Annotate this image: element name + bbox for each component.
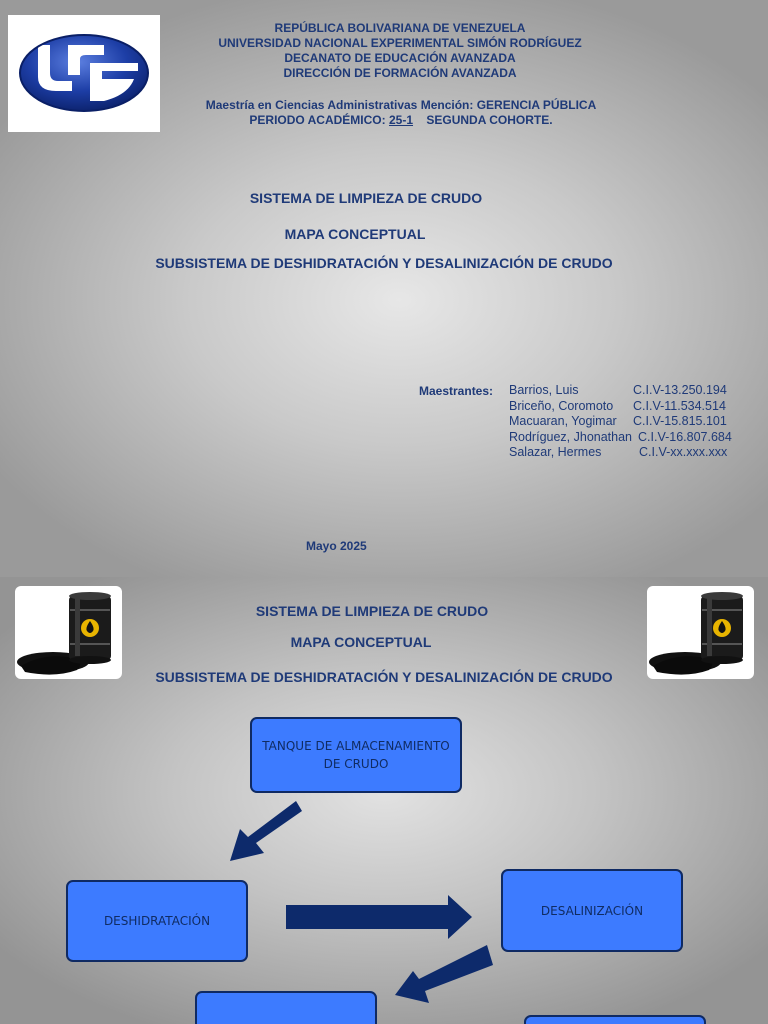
node-desalination: DESALINIZACIÓN <box>501 869 683 952</box>
student-name: Briceño, Coromoto <box>509 398 614 413</box>
arrow-icon <box>230 801 302 861</box>
concept-map-slide: SISTEMA DE LIMPIEZA DE CRUDO MAPA CONCEP… <box>0 577 768 1024</box>
student-id: C.I.V-13.250.194 <box>633 383 727 397</box>
header-line: UNIVERSIDAD NACIONAL EXPERIMENTAL SIMÓN … <box>218 36 582 50</box>
student-name: Salazar, Hermes <box>509 445 602 459</box>
header-line: REPÚBLICA BOLIVARIANA DE VENEZUELA <box>274 21 526 35</box>
period-code: 25-1 <box>388 113 414 127</box>
map-title: SISTEMA DE LIMPIEZA DE CRUDO <box>255 603 489 619</box>
cover-subtitle: MAPA CONCEPTUAL <box>284 226 426 242</box>
student-id: C.I.V-15.815.101 <box>633 414 727 428</box>
header-line: DIRECCIÓN DE FORMACIÓN AVANZADA <box>283 66 517 80</box>
node-next-left <box>195 991 377 1024</box>
student-name: Barrios, Luis <box>509 383 579 397</box>
node-tank: TANQUE DE ALMACENAMIENTO DE CRUDO <box>250 717 462 793</box>
arrow-icon <box>395 945 493 1003</box>
student-name: Rodríguez, Jhonathan <box>509 429 633 444</box>
map-subtitle: MAPA CONCEPTUAL <box>290 634 432 650</box>
student-id: C.I.V-11.534.514 <box>633 398 726 413</box>
program-line: Maestría en Ciencias Administrativas Men… <box>205 98 597 112</box>
oil-barrel-icon <box>647 586 754 679</box>
period-suffix: SEGUNDA COHORTE. <box>426 113 553 127</box>
university-logo-icon <box>8 15 160 132</box>
map-subsystem: SUBSISTEMA DE DESHIDRATACIÓN Y DESALINIZ… <box>155 669 613 685</box>
period-line: PERIODO ACADÉMICO: 25-1 SEGUNDA COHORTE. <box>141 113 661 128</box>
cover-date: Mayo 2025 <box>306 539 367 553</box>
student-id-list: C.I.V-13.250.194 C.I.V-11.534.514 C.I.V-… <box>633 383 732 461</box>
header-line: DECANATO DE EDUCACIÓN AVANZADA <box>284 51 516 65</box>
student-id: C.I.V-16.807.684 <box>638 429 732 444</box>
cover-title: SISTEMA DE LIMPIEZA DE CRUDO <box>249 190 483 206</box>
student-list: Barrios, Luis Briceño, Coromoto Macuaran… <box>509 383 632 461</box>
student-name: Macuaran, Yogimar <box>509 414 617 428</box>
cover-slide: REPÚBLICA BOLIVARIANA DE VENEZUELA UNIVE… <box>0 0 768 577</box>
cover-subsystem: SUBSISTEMA DE DESHIDRATACIÓN Y DESALINIZ… <box>155 255 613 271</box>
arrow-icon <box>286 895 472 939</box>
student-id: C.I.V-xx.xxx.xxx <box>639 445 728 459</box>
period-prefix: PERIODO ACADÉMICO: <box>249 113 386 127</box>
program-block: Maestría en Ciencias Administrativas Men… <box>141 98 661 128</box>
institution-header: REPÚBLICA BOLIVARIANA DE VENEZUELA UNIVE… <box>150 21 650 81</box>
maestrantes-label: Maestrantes: <box>419 384 494 398</box>
node-next-right <box>524 1015 706 1024</box>
oil-barrel-icon <box>15 586 122 679</box>
node-dehydration: DESHIDRATACIÓN <box>66 880 248 962</box>
